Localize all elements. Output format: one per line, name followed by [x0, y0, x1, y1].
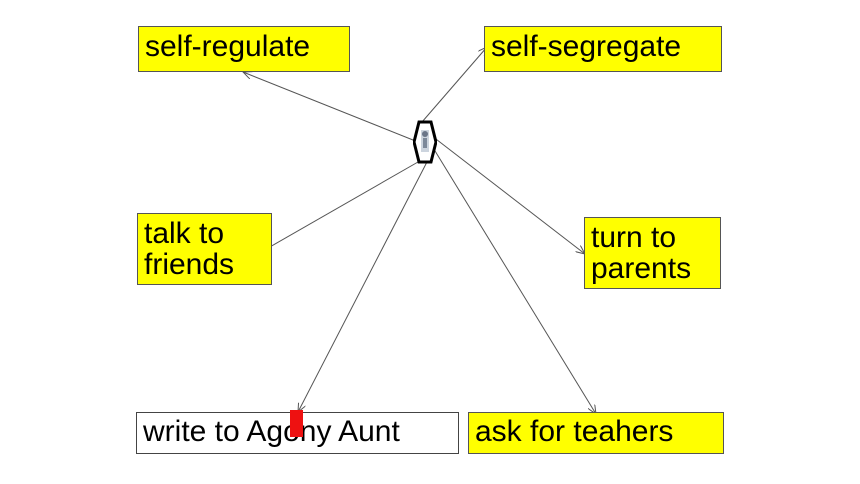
- node-ask-for-teahers: ask for teahers: [468, 412, 724, 454]
- hexagon-figure-icon: [413, 120, 437, 164]
- edge-to-agony-aunt: [298, 159, 429, 412]
- red-marker-icon: [290, 410, 303, 437]
- node-self-segregate: self-segregate: [484, 26, 722, 72]
- node-turn-to-parents: turn to parents: [584, 217, 721, 289]
- edge-to-ask-teachers: [431, 145, 596, 414]
- node-talk-to-friends: talk to friends: [137, 213, 272, 285]
- edge-to-self-segregate: [421, 47, 487, 123]
- edge-to-turn-parents: [431, 135, 585, 254]
- node-self-regulate: self-regulate: [138, 26, 350, 72]
- node-write-to-agony-aunt: write to Agony Aunt: [136, 412, 459, 454]
- edge-to-self-regulate: [243, 72, 419, 143]
